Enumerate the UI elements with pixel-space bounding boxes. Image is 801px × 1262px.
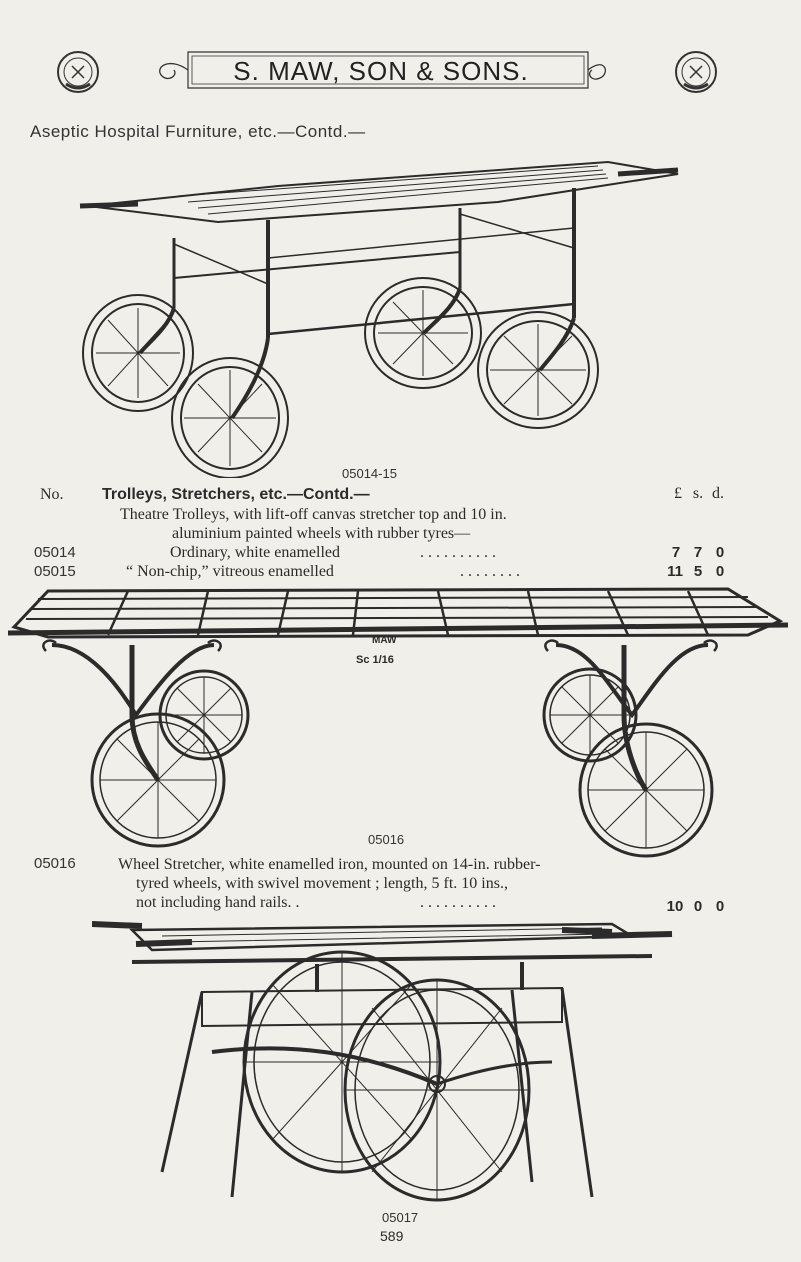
item-description: “ Non-chip,” vitreous enamelled [126, 563, 334, 580]
listing-heading: Trolleys, Stretchers, etc.—Contd.— [102, 486, 370, 503]
crest-emblem-left-icon [54, 48, 102, 96]
stretcher-maker-mark: MAW [372, 635, 397, 646]
price-pence: 0 [715, 563, 725, 580]
shillings-header: s. [692, 485, 704, 502]
pence-header: d. [712, 485, 724, 502]
stretcher-scale-mark: Sc 1/16 [356, 654, 394, 666]
item-description: Ordinary, white enamelled [170, 544, 341, 561]
item-number: 05014 [34, 544, 76, 561]
item-number: 05015 [34, 563, 76, 580]
stretcher-stand-illustration [92, 912, 692, 1212]
trolley-illustration [78, 148, 688, 478]
description-line-2: aluminium painted wheels with rubber tyr… [172, 525, 471, 542]
wheel-stretcher-figure-label: 05016 [368, 832, 405, 847]
trolley-figure-label: 05014-15 [342, 466, 397, 481]
price-shillings: 7 [693, 544, 703, 561]
header-banner-frame [148, 46, 608, 94]
price-shillings: 0 [693, 898, 703, 915]
leader-dots: . . . . . . . . . . [420, 544, 496, 561]
wheel-stretcher-illustration: MAW Sc 1/16 [8, 585, 788, 860]
section-title: Aseptic Hospital Furniture, etc.—Contd.— [30, 122, 366, 141]
price-pence: 0 [715, 544, 725, 561]
item-description-line-1: Wheel Stretcher, white enamelled iron, m… [118, 856, 541, 873]
crest-emblem-right-icon [672, 48, 720, 96]
item-number: 05016 [34, 855, 76, 872]
page-number: 589 [380, 1228, 404, 1244]
price-pounds: 10 [666, 898, 684, 915]
leader-dots: . . . . . . . . [460, 563, 520, 580]
header-title: S. MAW, SON & SONS. [233, 56, 529, 86]
pounds-header: £ [674, 485, 682, 502]
price-pence: 0 [715, 898, 725, 915]
item-description-line-2: tyred wheels, with swivel movement ; len… [136, 875, 508, 892]
leader-dots: . . . . . . . . . . [420, 894, 496, 911]
price-pounds: 7 [671, 544, 681, 561]
no-column-header: No. [40, 486, 64, 503]
price-shillings: 5 [693, 563, 703, 580]
description-line-1: Theatre Trolleys, with lift-off canvas s… [120, 506, 507, 523]
stand-figure-label: 05017 [382, 1210, 419, 1225]
price-pounds: 11 [667, 563, 683, 580]
item-description-line-3: not including hand rails. . [136, 894, 300, 911]
